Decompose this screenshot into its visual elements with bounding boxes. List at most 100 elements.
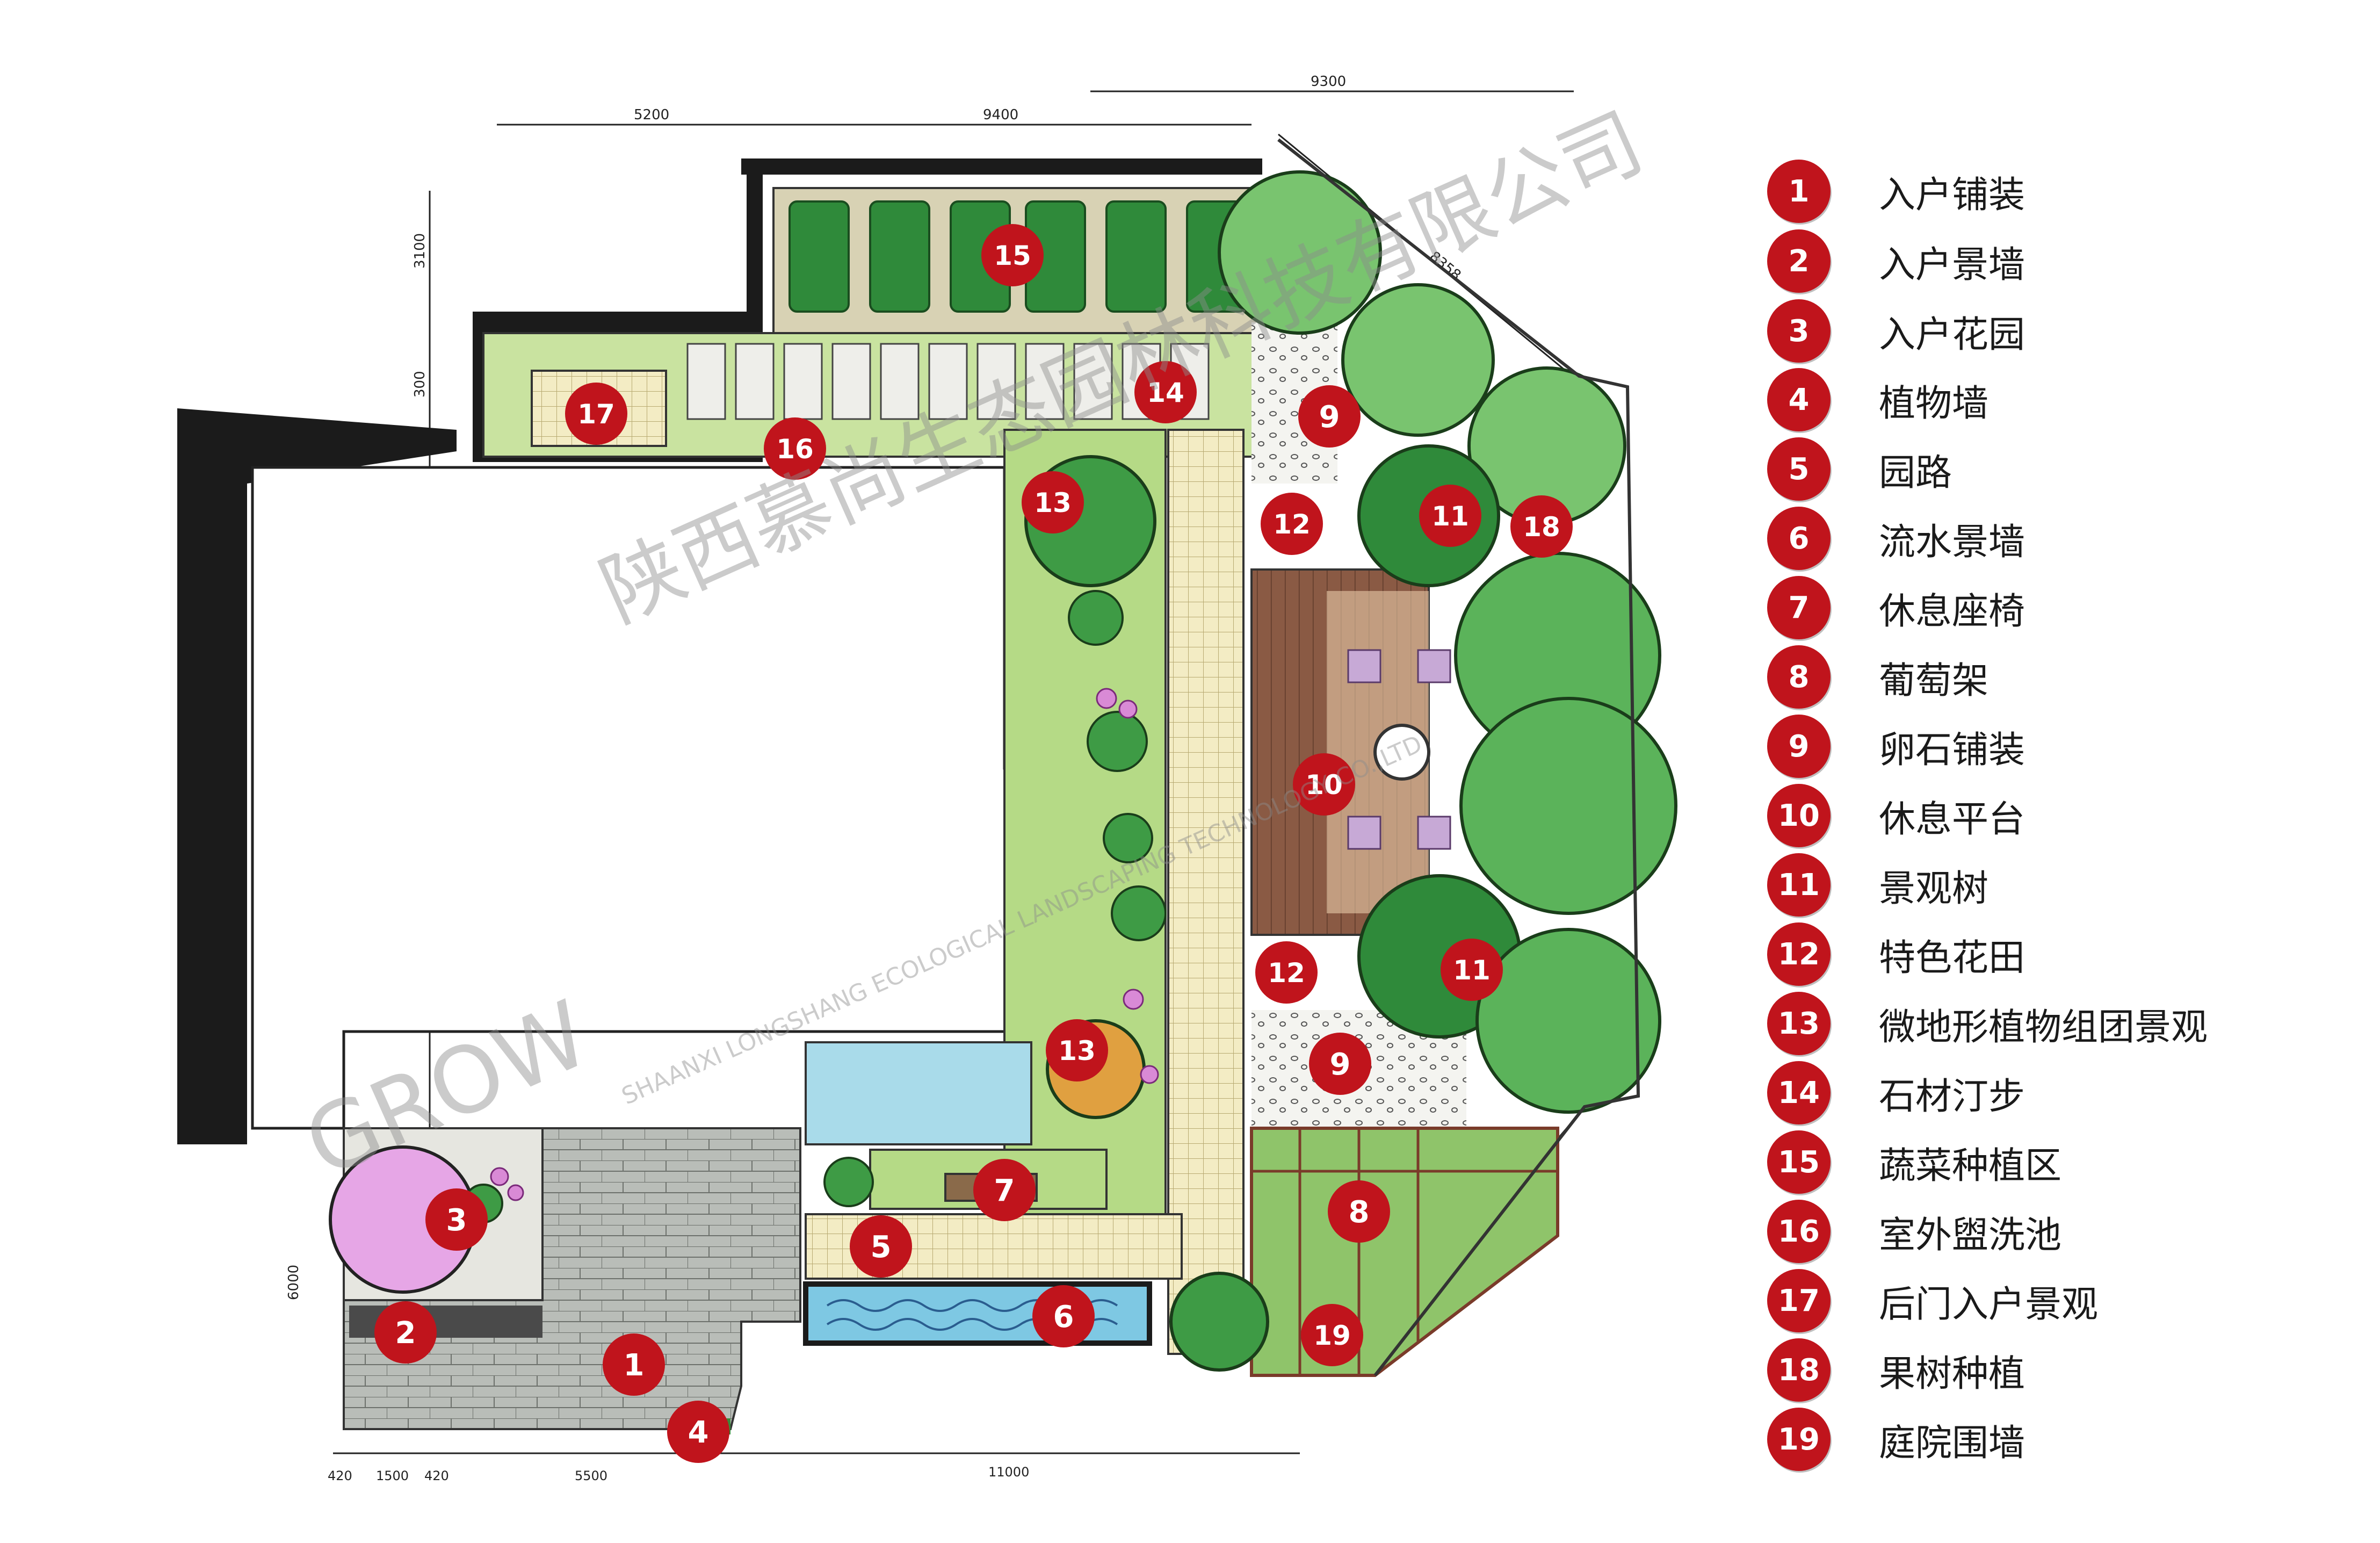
legend-label: 葡萄架 bbox=[1879, 659, 1989, 702]
legend-label: 石材汀步 bbox=[1879, 1075, 2025, 1118]
legend-label: 流水景墙 bbox=[1879, 521, 2025, 564]
marker-11-north: 11 bbox=[1419, 485, 1481, 547]
legend-item: 16 室外盥洗池 bbox=[1767, 1199, 2061, 1264]
svg-text:15: 15 bbox=[994, 240, 1031, 271]
dim-left-2: 300 bbox=[412, 371, 428, 398]
legend-label: 庭院围墙 bbox=[1879, 1422, 2025, 1465]
shrubs bbox=[464, 590, 1167, 1223]
legend-label: 微地形植物组团景观 bbox=[1879, 1006, 2208, 1049]
legend-label: 后门入户景观 bbox=[1879, 1283, 2099, 1326]
svg-text:9: 9 bbox=[1330, 1047, 1351, 1082]
dim-bottom-2: 1500 bbox=[376, 1468, 409, 1483]
legend-item: 19 庭院围墙 bbox=[1767, 1407, 2025, 1472]
legend-item: 2 入户景墙 bbox=[1767, 229, 2025, 293]
marker-19: 19 bbox=[1301, 1304, 1363, 1366]
dim-left-1: 3100 bbox=[412, 233, 428, 269]
deck-chairs bbox=[1347, 649, 1451, 850]
marker-10: 10 bbox=[1293, 753, 1355, 816]
marker-1: 1 bbox=[603, 1333, 665, 1396]
legend-badge: 4 bbox=[1767, 368, 1831, 431]
marker-4: 4 bbox=[667, 1401, 729, 1463]
svg-text:5: 5 bbox=[871, 1230, 892, 1265]
svg-text:16: 16 bbox=[776, 434, 814, 465]
marker-9-south: 9 bbox=[1309, 1033, 1371, 1095]
legend-item: 8 葡萄架 bbox=[1767, 645, 1988, 709]
svg-text:6: 6 bbox=[1053, 1300, 1074, 1335]
marker-13-north: 13 bbox=[1022, 471, 1084, 533]
fire-pit bbox=[1373, 724, 1430, 781]
legend-item: 4 植物墙 bbox=[1767, 367, 1988, 432]
marker-2: 2 bbox=[374, 1301, 437, 1364]
dim-top-1: 5200 bbox=[634, 107, 669, 123]
legend-badge: 19 bbox=[1767, 1408, 1831, 1471]
legend-badge: 13 bbox=[1767, 992, 1831, 1055]
marker-12-north: 12 bbox=[1261, 493, 1323, 555]
legend-badge: 6 bbox=[1767, 507, 1831, 570]
svg-text:2: 2 bbox=[395, 1316, 416, 1351]
svg-text:11: 11 bbox=[1453, 955, 1491, 986]
legend-label: 蔬菜种植区 bbox=[1879, 1144, 2062, 1187]
dim-top-3: 9300 bbox=[1311, 74, 1346, 90]
legend-item: 13 微地形植物组团景观 bbox=[1767, 991, 2208, 1056]
legend-label: 植物墙 bbox=[1879, 382, 1989, 425]
legend-badge: 11 bbox=[1767, 853, 1831, 917]
marker-11-south: 11 bbox=[1441, 939, 1503, 1001]
svg-text:19: 19 bbox=[1313, 1320, 1351, 1351]
legend-badge: 16 bbox=[1767, 1200, 1831, 1263]
dim-bottom-1: 420 bbox=[328, 1468, 352, 1483]
svg-text:3: 3 bbox=[446, 1203, 467, 1238]
legend-badge: 5 bbox=[1767, 437, 1831, 501]
marker-15: 15 bbox=[981, 224, 1044, 286]
svg-text:12: 12 bbox=[1268, 957, 1305, 989]
svg-text:7: 7 bbox=[994, 1173, 1015, 1208]
marker-6: 6 bbox=[1032, 1285, 1095, 1347]
legend-badge: 3 bbox=[1767, 299, 1831, 363]
svg-text:10: 10 bbox=[1305, 769, 1343, 801]
svg-text:1: 1 bbox=[624, 1348, 645, 1383]
svg-text:13: 13 bbox=[1034, 487, 1072, 518]
svg-text:13: 13 bbox=[1058, 1035, 1096, 1066]
dim-top-2: 9400 bbox=[983, 107, 1018, 123]
legend-badge: 18 bbox=[1767, 1338, 1831, 1402]
marker-9-north: 9 bbox=[1298, 385, 1361, 448]
legend-item: 3 入户花园 bbox=[1767, 299, 2025, 363]
landscape-trees bbox=[1024, 170, 1677, 1372]
legend-label: 入户景墙 bbox=[1879, 243, 2025, 286]
legend-label: 休息平台 bbox=[1879, 798, 2025, 841]
marker-5: 5 bbox=[850, 1215, 912, 1278]
svg-text:11: 11 bbox=[1431, 501, 1469, 532]
dim-left-3: 6000 bbox=[286, 1265, 302, 1300]
marker-13-south: 13 bbox=[1046, 1019, 1108, 1081]
marker-8: 8 bbox=[1328, 1180, 1390, 1243]
legend-item: 14 石材汀步 bbox=[1767, 1061, 2025, 1125]
legend-badge: 8 bbox=[1767, 645, 1831, 709]
legend-label: 室外盥洗池 bbox=[1879, 1214, 2062, 1257]
water-wall bbox=[803, 1281, 1152, 1346]
dim-bottom-3: 420 bbox=[424, 1468, 449, 1483]
legend-label: 园路 bbox=[1879, 451, 1952, 494]
marker-17: 17 bbox=[565, 383, 627, 445]
legend-badge: 14 bbox=[1767, 1061, 1831, 1124]
pool bbox=[805, 1041, 1032, 1145]
legend-label: 入户花园 bbox=[1879, 313, 2025, 356]
flower-field bbox=[490, 688, 1159, 1201]
legend-badge: 10 bbox=[1767, 784, 1831, 847]
legend-item: 5 园路 bbox=[1767, 437, 1952, 501]
legend-badge: 2 bbox=[1767, 229, 1831, 293]
legend-badge: 12 bbox=[1767, 922, 1831, 986]
legend-item: 6 流水景墙 bbox=[1767, 506, 2025, 571]
marker-16: 16 bbox=[764, 417, 826, 480]
dim-bottom-4: 5500 bbox=[575, 1468, 607, 1483]
svg-text:18: 18 bbox=[1523, 511, 1560, 543]
legend-badge: 1 bbox=[1767, 160, 1831, 223]
dim-bottom-5: 11000 bbox=[988, 1465, 1029, 1480]
paved-walk bbox=[1167, 429, 1245, 1355]
